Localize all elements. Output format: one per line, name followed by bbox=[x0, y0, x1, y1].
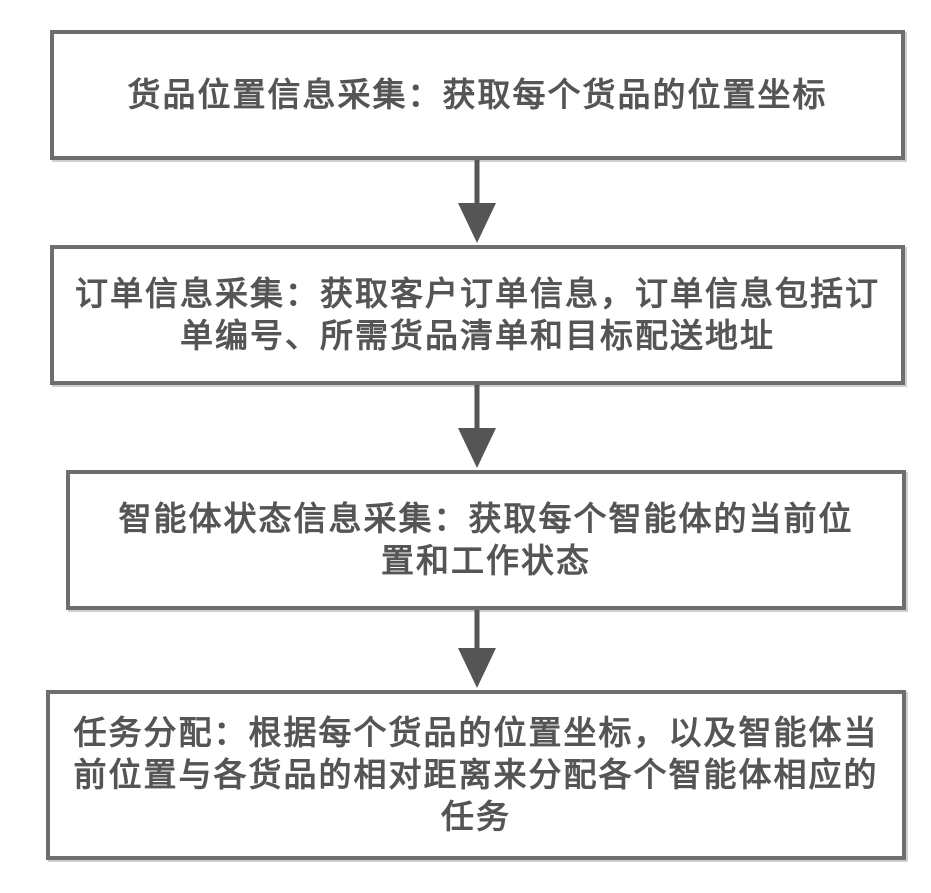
arrow-2 bbox=[458, 385, 496, 468]
arrow-3 bbox=[458, 610, 496, 688]
arrow-1 bbox=[458, 160, 496, 243]
